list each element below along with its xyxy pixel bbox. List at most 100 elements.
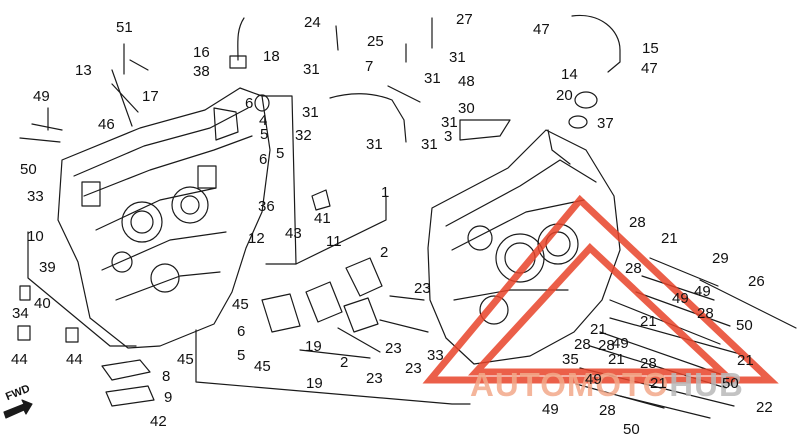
callout-35: 35 xyxy=(562,351,579,368)
callout-31b: 31 xyxy=(303,61,320,78)
callout-21a: 21 xyxy=(661,230,678,247)
callout-45c: 45 xyxy=(254,358,271,375)
callout-10: 10 xyxy=(27,228,44,245)
watermark-tail: HUB xyxy=(669,366,744,403)
callout-28g: 28 xyxy=(599,402,616,419)
callout-49a: 49 xyxy=(33,88,50,105)
callout-38: 38 xyxy=(193,63,210,80)
callout-17: 17 xyxy=(142,88,159,105)
small-parts xyxy=(17,91,598,407)
callout-3: 3 xyxy=(444,128,453,145)
callout-44a: 44 xyxy=(11,351,28,368)
callout-31a: 31 xyxy=(449,49,466,66)
callout-23c: 23 xyxy=(366,370,383,387)
callout-21d: 21 xyxy=(608,351,625,368)
callout-31c: 31 xyxy=(424,70,441,87)
callout-2b: 2 xyxy=(340,354,349,371)
callout-30: 30 xyxy=(458,100,475,117)
fwd-arrow-icon xyxy=(3,399,33,419)
callout-42: 42 xyxy=(150,413,167,430)
callout-33b: 33 xyxy=(427,347,444,364)
callout-50a: 50 xyxy=(20,161,37,178)
callout-29: 29 xyxy=(712,250,729,267)
callout-28e: 28 xyxy=(598,337,615,354)
callout-40: 40 xyxy=(34,295,51,312)
callout-31g: 31 xyxy=(421,136,438,153)
callout-37: 37 xyxy=(597,115,614,132)
callout-26: 26 xyxy=(748,273,765,290)
callout-51: 51 xyxy=(116,19,133,36)
left-crankcase-half xyxy=(57,87,271,349)
callout-6c: 6 xyxy=(237,323,246,340)
callout-9: 9 xyxy=(164,389,173,406)
callout-28c: 28 xyxy=(697,305,714,322)
callout-1: 1 xyxy=(381,184,390,201)
callout-36: 36 xyxy=(258,198,275,215)
callout-7: 7 xyxy=(365,58,374,75)
watermark: AUTOMOTOHUB xyxy=(470,366,744,404)
callout-49e: 49 xyxy=(585,371,602,388)
callout-43: 43 xyxy=(285,225,302,242)
callout-50b: 50 xyxy=(736,317,753,334)
callout-5b: 5 xyxy=(276,145,285,162)
callout-45a: 45 xyxy=(232,296,249,313)
callout-49d: 49 xyxy=(612,335,629,352)
callout-50c: 50 xyxy=(722,375,739,392)
callout-15: 15 xyxy=(642,40,659,57)
callout-28b: 28 xyxy=(625,260,642,277)
callout-39: 39 xyxy=(39,259,56,276)
callout-25: 25 xyxy=(367,33,384,50)
callout-6a: 6 xyxy=(245,95,254,112)
callout-19a: 19 xyxy=(305,338,322,355)
callout-6b: 6 xyxy=(259,151,268,168)
callout-21f: 21 xyxy=(650,375,667,392)
callout-23b: 23 xyxy=(385,340,402,357)
callout-41: 41 xyxy=(314,210,331,227)
callout-18: 18 xyxy=(263,48,280,65)
callout-28a: 28 xyxy=(629,214,646,231)
callout-21e: 21 xyxy=(737,352,754,369)
callout-14: 14 xyxy=(561,66,578,83)
callout-45b: 45 xyxy=(177,351,194,368)
callout-48: 48 xyxy=(458,73,475,90)
callout-49b: 49 xyxy=(672,290,689,307)
callout-5c: 5 xyxy=(237,347,246,364)
callout-23a: 23 xyxy=(414,280,431,297)
callout-16: 16 xyxy=(193,44,210,61)
callout-49f: 49 xyxy=(542,401,559,418)
callout-5a: 5 xyxy=(260,126,269,143)
bolts xyxy=(19,17,797,419)
callout-2a: 2 xyxy=(380,244,389,261)
callout-12: 12 xyxy=(248,230,265,247)
callout-31e: 31 xyxy=(441,114,458,131)
callout-47b: 47 xyxy=(641,60,658,77)
leader-lines xyxy=(27,43,471,405)
bearing-caps xyxy=(261,257,383,333)
watermark-main: AUTOMOTO xyxy=(470,366,670,403)
callout-8: 8 xyxy=(162,368,171,385)
breather-tube xyxy=(229,14,621,143)
callout-47a: 47 xyxy=(533,21,550,38)
callout-44b: 44 xyxy=(66,351,83,368)
callout-24: 24 xyxy=(304,14,321,31)
callout-4: 4 xyxy=(259,112,268,129)
callout-11: 11 xyxy=(326,233,342,250)
callout-33a: 33 xyxy=(27,188,44,205)
callout-46: 46 xyxy=(98,116,115,133)
callout-28d: 28 xyxy=(574,336,591,353)
callout-21c: 21 xyxy=(640,313,657,330)
callout-49c: 49 xyxy=(694,283,711,300)
callout-50d: 50 xyxy=(623,421,640,438)
callout-23d: 23 xyxy=(405,360,422,377)
callout-22: 22 xyxy=(756,399,773,416)
callout-28f: 28 xyxy=(640,355,657,372)
callout-13: 13 xyxy=(75,62,92,79)
callout-20: 20 xyxy=(556,87,573,104)
callout-31f: 31 xyxy=(366,136,383,153)
callout-34: 34 xyxy=(12,305,29,322)
callout-31d: 31 xyxy=(302,104,319,121)
callout-19b: 19 xyxy=(306,375,323,392)
watermark-triangle-logo xyxy=(422,194,779,384)
